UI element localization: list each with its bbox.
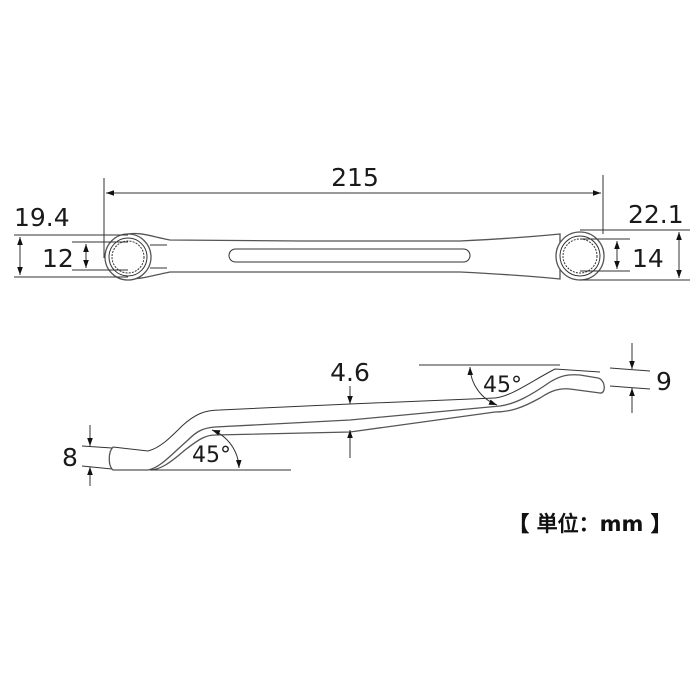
left-angle-label: 45° — [192, 443, 231, 468]
wrench-top-outline — [104, 231, 605, 281]
side-view: 4.6 8 45° 45° 9 — [62, 343, 672, 486]
handle-slot — [228, 248, 471, 263]
top-view: 215 19.4 12 22.1 14 — [14, 163, 690, 281]
wrench-side-outline — [108, 374, 605, 471]
left-head-size-label: 12 — [42, 244, 74, 273]
unit-label: 【 単位：mm 】 — [508, 512, 671, 536]
left-head-outer-label: 19.4 — [14, 203, 70, 232]
shank-thickness-label: 4.6 — [330, 358, 370, 387]
overall-length-label: 215 — [331, 163, 379, 192]
right-angle-arc — [467, 366, 498, 406]
right-head-thickness-label: 9 — [656, 367, 672, 396]
left-angle-arc — [211, 429, 242, 469]
right-head-outer-label: 22.1 — [628, 200, 684, 229]
left-head-thickness-label: 8 — [62, 443, 78, 472]
right-head-size-label: 14 — [632, 244, 664, 273]
right-angle-label: 45° — [483, 373, 522, 398]
